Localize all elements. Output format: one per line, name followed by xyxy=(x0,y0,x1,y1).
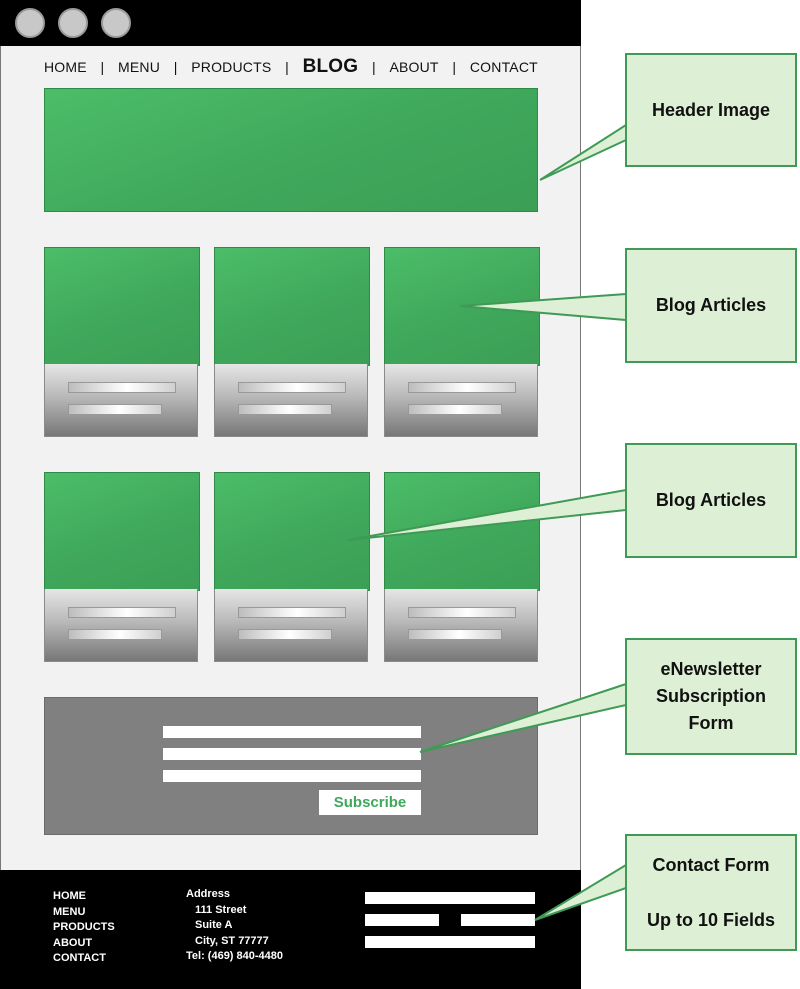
newsletter-input-field[interactable] xyxy=(163,770,421,782)
window-button-circle-icon xyxy=(58,8,88,38)
nav-item-about[interactable]: ABOUT xyxy=(389,59,439,75)
footer-link-products[interactable]: PRODUCTS xyxy=(53,921,115,933)
nav-separator: | xyxy=(285,59,289,75)
nav-separator: | xyxy=(371,59,376,75)
nav-item-products[interactable]: PRODUCTS xyxy=(191,59,272,75)
contact-form-field[interactable] xyxy=(365,936,535,948)
blog-article-image xyxy=(384,247,540,366)
newsletter-input-field[interactable] xyxy=(163,726,421,738)
nav-item-blog[interactable]: BLOG xyxy=(302,56,359,77)
blog-article-meta xyxy=(214,589,368,662)
nav-item-contact[interactable]: CONTACT xyxy=(469,59,538,75)
address-line: Suite A xyxy=(195,919,233,931)
blog-article-meta xyxy=(384,589,538,662)
blog-article-image xyxy=(44,247,200,366)
callout-header-image: Header Image xyxy=(625,53,797,167)
callout-enewsletter-line: Form xyxy=(688,713,734,733)
callout-blog-articles-label: Blog Articles xyxy=(655,295,767,315)
window-button-circle-icon xyxy=(101,8,131,38)
blog-article-excerpt-bar xyxy=(408,404,502,415)
contact-form-field[interactable] xyxy=(365,914,439,926)
blog-article-card[interactable] xyxy=(44,472,200,662)
blog-article-card[interactable] xyxy=(214,247,370,437)
newsletter-input-field[interactable] xyxy=(163,748,421,760)
nav-separator: | xyxy=(173,59,178,75)
blog-article-image xyxy=(214,247,370,366)
footer-link-home[interactable]: HOME xyxy=(53,890,86,902)
page-footer: HOME MENU PRODUCTS ABOUT CONTACT Address… xyxy=(0,870,581,989)
blog-article-excerpt-bar xyxy=(68,629,162,640)
blog-article-title-bar xyxy=(238,607,346,618)
blog-article-card[interactable] xyxy=(214,472,370,662)
blog-article-title-bar xyxy=(408,607,516,618)
blog-article-title-bar xyxy=(238,382,346,393)
callout-contact-form: Contact Form Up to 10 Fields xyxy=(625,834,797,951)
callout-header-image-label: Header Image xyxy=(651,99,771,120)
blog-article-card[interactable] xyxy=(384,472,540,662)
browser-title-bar xyxy=(0,0,581,46)
blog-article-excerpt-bar xyxy=(408,629,502,640)
header-image-placeholder xyxy=(44,88,538,212)
nav-separator: | xyxy=(452,59,457,75)
callout-blog-articles-2: Blog Articles xyxy=(625,443,797,558)
blog-article-meta xyxy=(44,364,198,437)
blog-article-title-bar xyxy=(68,382,176,393)
main-navigation: HOME | MENU | PRODUCTS | BLOG | ABOUT | … xyxy=(44,52,538,82)
callout-contact-form-line: Up to 10 Fields xyxy=(646,909,776,930)
callout-enewsletter-line: eNewsletter xyxy=(660,659,762,679)
window-button-circle-icon xyxy=(15,8,45,38)
footer-nav-links: HOME MENU PRODUCTS ABOUT CONTACT xyxy=(53,889,115,967)
footer-link-menu[interactable]: MENU xyxy=(53,905,86,918)
blog-article-excerpt-bar xyxy=(238,629,332,640)
nav-separator: | xyxy=(100,59,105,75)
blog-article-image xyxy=(384,472,540,591)
blog-article-meta xyxy=(384,364,538,437)
address-line: City, ST 77777 xyxy=(195,934,269,947)
address-heading: Address xyxy=(186,888,231,900)
footer-link-about[interactable]: ABOUT xyxy=(53,936,93,949)
blog-article-excerpt-bar xyxy=(68,404,162,415)
address-phone: Tel: (469) 840-4480 xyxy=(186,950,284,962)
callout-blog-articles-1: Blog Articles xyxy=(625,248,797,363)
subscribe-button[interactable]: Subscribe xyxy=(319,790,421,815)
callout-contact-form-line: Contact Form xyxy=(652,854,770,875)
blog-article-image xyxy=(214,472,370,591)
footer-address-block: Address 111 Street Suite A City, ST 7777… xyxy=(186,887,283,965)
footer-link-contact[interactable]: CONTACT xyxy=(53,952,106,964)
blog-article-card[interactable] xyxy=(44,247,200,437)
blog-article-card[interactable] xyxy=(384,247,540,437)
enewsletter-subscription-form: Subscribe xyxy=(44,697,538,835)
nav-item-menu[interactable]: MENU xyxy=(118,59,161,75)
contact-form-field[interactable] xyxy=(461,914,535,926)
blog-article-excerpt-bar xyxy=(238,404,332,415)
callout-enewsletter-line: Subscription xyxy=(655,686,766,706)
blog-article-title-bar xyxy=(408,382,516,393)
blog-article-image xyxy=(44,472,200,591)
address-line: 111 Street xyxy=(195,903,247,916)
nav-item-home[interactable]: HOME xyxy=(44,59,87,75)
blog-article-title-bar xyxy=(68,607,176,618)
callout-blog-articles-label: Blog Articles xyxy=(655,490,767,510)
callout-enewsletter: eNewsletter Subscription Form xyxy=(625,638,797,755)
contact-form-field[interactable] xyxy=(365,892,535,904)
blog-article-meta xyxy=(44,589,198,662)
blog-article-meta xyxy=(214,364,368,437)
